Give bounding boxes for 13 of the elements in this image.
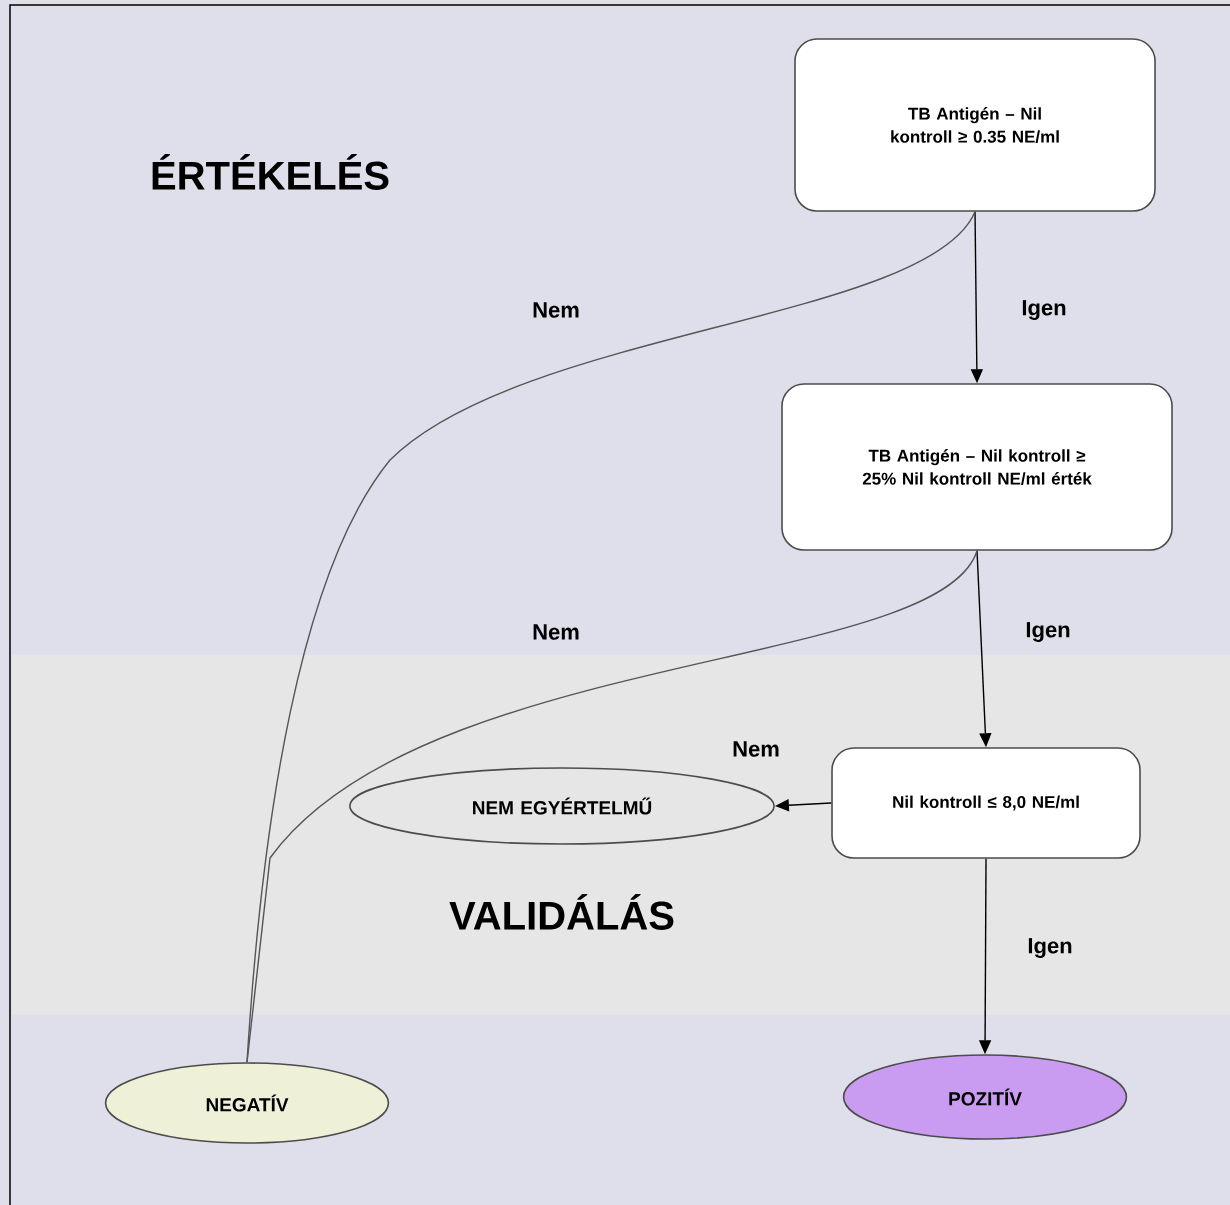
connector-line [246, 211, 976, 1063]
edge-label: Nem [533, 302, 579, 318]
edge-label: Nem [733, 741, 779, 757]
decision-box: TB Antigén – Nil kontroll ≥ 0.35 NE/ml [794, 38, 1156, 212]
edge-label: Nem [533, 624, 579, 640]
decision-box: Nil kontroll ≤ 8,0 NE/ml [831, 747, 1141, 859]
edge-label: Igen [1026, 622, 1070, 642]
section-heading: ÉRTÉKELÉS [152, 154, 389, 190]
connector-line [246, 550, 978, 1063]
edge-label: Igen [1028, 938, 1072, 958]
section-heading: VALIDÁLÁS [449, 894, 674, 930]
edge-label: Igen [1022, 300, 1066, 320]
decision-box: TB Antigén – Nil kontroll ≥ 25% Nil kontroll NE/ml érték [781, 383, 1173, 551]
